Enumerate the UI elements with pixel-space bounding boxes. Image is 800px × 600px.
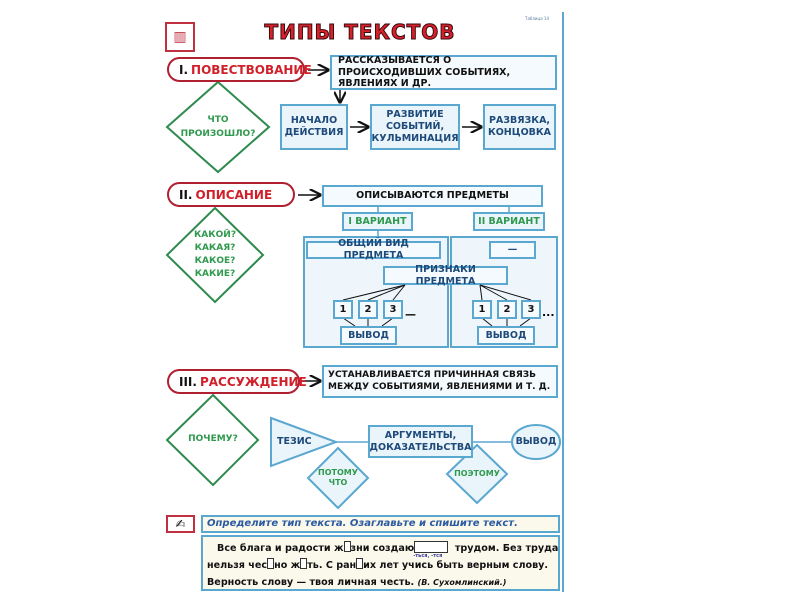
letter-gap[interactable]	[300, 558, 308, 569]
reasoning-pill: III.РАССУЖДЕНИЕ	[167, 369, 307, 394]
thesis-label: ТЕЗИС	[277, 436, 312, 447]
text-fragment: нельзя чес	[207, 560, 268, 571]
section-label: РАССУЖДЕНИЕ	[199, 374, 307, 389]
ending-gap[interactable]: -ться, -тся	[413, 541, 449, 559]
therefore-label: ПОЭТОМУ	[454, 469, 500, 479]
text-fragment: зни создаю	[350, 543, 415, 554]
narration-question: ЧТО ПРОИЗОШЛО?	[180, 115, 256, 139]
step-start: НАЧАЛО ДЕЙСТВИЯ	[280, 104, 348, 150]
text-fragment: но ж	[274, 560, 301, 571]
dash-box: —	[489, 241, 536, 259]
feature-3-left: 3	[383, 300, 403, 319]
right-tail: ...	[542, 306, 555, 319]
text-line-2: нельзя чес но ж ть. С ран их лет учись быть…	[207, 557, 554, 574]
ending-hint: -ться, -тся	[413, 553, 443, 559]
left-tail: —	[405, 308, 416, 321]
feature-3-right: 3	[521, 300, 541, 319]
conclusion-label: ВЫВОД	[515, 436, 557, 448]
text-line-3: Верность слову — твоя личная честь. (В. …	[207, 574, 554, 591]
features: ПРИЗНАКИ ПРЕДМЕТА	[383, 264, 508, 287]
book-icon: ▥	[165, 22, 195, 52]
feature-1-right: 1	[472, 300, 492, 319]
text-line-1: Все блага и радости ж зни создаю-ться, -т…	[207, 540, 558, 559]
section-number: III.	[179, 374, 197, 389]
description-question: КАКОЙ? КАКАЯ? КАКОЕ? КАКИЕ?	[193, 229, 237, 280]
feature-2-left: 2	[358, 300, 378, 319]
description-definition: ОПИСЫВАЮТСЯ ПРЕДМЕТЫ	[322, 185, 543, 207]
arguments: АРГУМЕНТЫ, ДОКАЗАТЕЛЬСТВА	[368, 425, 473, 458]
because-label: ПОТОМУ ЧТО	[318, 467, 358, 487]
step-development: РАЗВИТИЕ СОБЫТИЙ, КУЛЬМИНАЦИЯ	[370, 104, 460, 150]
conclusion-right: ВЫВОД	[477, 326, 535, 345]
section-number: II.	[179, 187, 193, 202]
letter-gap[interactable]	[343, 541, 351, 552]
text-fragment: ть. С ран	[307, 560, 357, 571]
thesis-triangle	[270, 416, 339, 468]
description-pill: II.ОПИСАНИЕ	[167, 182, 295, 207]
narration-pill: I.ПОВЕСТВОВАНИЕ	[167, 57, 312, 82]
variant-2: II ВАРИАНТ	[473, 212, 545, 231]
general-view: ОБЩИЙ ВИД ПРЕДМЕТА	[306, 238, 441, 261]
diamond-because	[306, 446, 370, 510]
narration-definition: РАССКАЗЫВАЕТСЯ О ПРОИСХОДИВШИХ СОБЫТИЯХ,…	[330, 55, 557, 90]
section-label: ПОВЕСТВОВАНИЕ	[191, 62, 312, 77]
variant-1: I ВАРИАНТ	[342, 212, 413, 231]
letter-gap[interactable]	[267, 558, 275, 569]
conclusion-ellipse	[511, 424, 561, 460]
diamond-reasoning	[165, 393, 260, 487]
feature-1-left: 1	[333, 300, 353, 319]
pencil-icon: ✍	[166, 515, 195, 533]
section-number: I.	[179, 62, 189, 77]
diamond-description	[165, 206, 265, 304]
letter-gap[interactable]	[356, 558, 364, 569]
text-fragment: Все блага и радости ж	[217, 543, 344, 554]
exercise-text: Все блага и радости ж зни создаю-ться, -т…	[201, 535, 560, 591]
table-label: Таблица 14	[525, 16, 550, 21]
text-fragment: Верность слову — твоя личная честь.	[207, 577, 415, 588]
step-ending: РАЗВЯЗКА, КОНЦОВКА	[483, 104, 556, 150]
author: (В. Сухомлинский.)	[417, 578, 507, 587]
exercise-instruction: Определите тип текста. Озаглавьте и спиш…	[201, 515, 560, 533]
text-fragment: трудом. Без труда	[454, 543, 559, 554]
reasoning-definition: УСТАНАВЛИВАЕТСЯ ПРИЧИННАЯ СВЯЗЬ МЕЖДУ СО…	[322, 365, 558, 398]
diamond-therefore	[445, 443, 509, 505]
reasoning-question: ПОЧЕМУ?	[188, 434, 238, 445]
page-title: ТИПЫ ТЕКСТОВ	[264, 20, 456, 45]
diamond-narration	[165, 80, 271, 174]
text-fragment: их лет учись быть верным слову.	[363, 560, 549, 571]
feature-2-right: 2	[497, 300, 517, 319]
section-label: ОПИСАНИЕ	[195, 187, 273, 202]
conclusion-left: ВЫВОД	[340, 326, 397, 345]
